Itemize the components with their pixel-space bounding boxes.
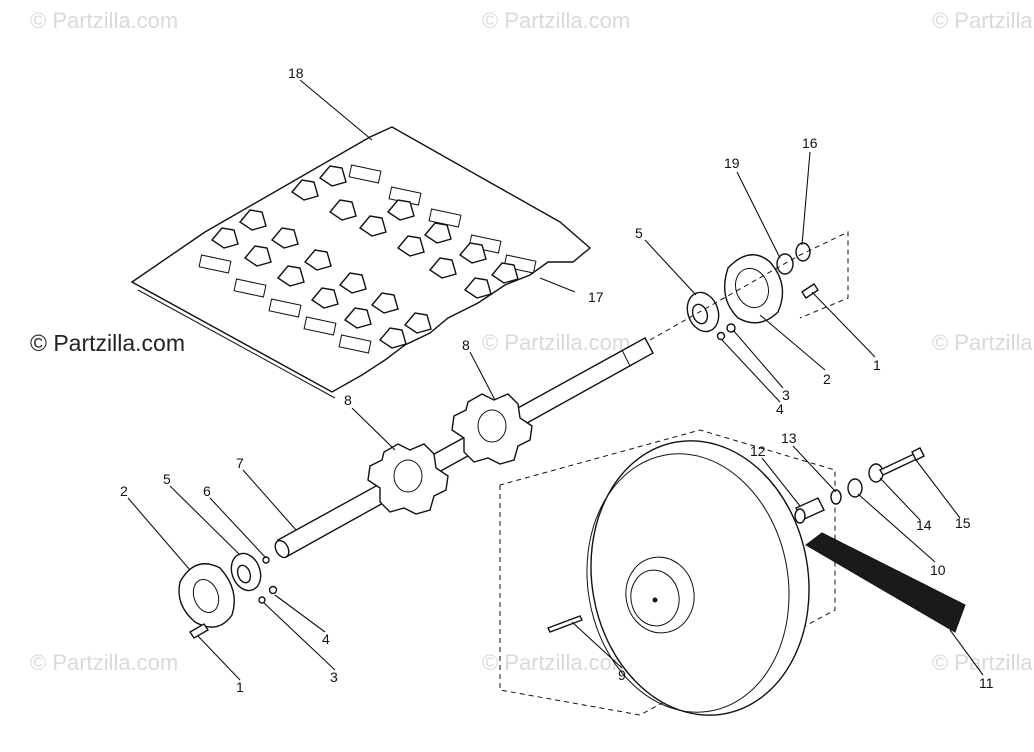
- watermark-text: © Partzilla.com: [30, 650, 179, 675]
- callout-1-right: 1: [873, 357, 881, 373]
- callout-2-left: 2: [120, 483, 128, 499]
- callout-18: 18: [288, 65, 304, 81]
- washer-10: [847, 478, 863, 498]
- callout-19: 19: [724, 155, 740, 171]
- sprocket-upper: [451, 393, 533, 465]
- track-section: [130, 126, 592, 399]
- callout-1-left: 1: [236, 679, 244, 695]
- bolt-left: [189, 623, 209, 639]
- callout-8-upper: 8: [462, 337, 470, 353]
- callout-16: 16: [802, 135, 818, 151]
- callout-11: 11: [979, 675, 994, 691]
- callout-2-right: 2: [823, 371, 831, 387]
- callout-7: 7: [236, 455, 244, 471]
- bearing-right: [686, 291, 720, 333]
- flange-right: [724, 254, 784, 324]
- callout-8-lower: 8: [344, 392, 352, 408]
- watermark-text: © Partzilla.com: [932, 650, 1034, 675]
- leader-lines: [127, 79, 984, 681]
- assembly-guide-wheel: [499, 429, 836, 716]
- bearing-left: [230, 552, 262, 592]
- washer-13: [830, 489, 842, 505]
- nut-left: [268, 585, 278, 595]
- bolt-right: [801, 283, 819, 299]
- watermark-text: © Partzilla.com: [932, 8, 1034, 33]
- sprocket-lower: [367, 443, 449, 515]
- callout-12: 12: [750, 443, 766, 459]
- watermark-text: © Partzilla.com: [482, 650, 631, 675]
- seal-16: [795, 242, 811, 262]
- callout-5-right: 5: [635, 225, 643, 241]
- callout-5-left: 5: [163, 471, 171, 487]
- callout-6: 6: [203, 483, 211, 499]
- callout-14: 14: [916, 517, 932, 533]
- drive-pulley: [586, 440, 810, 716]
- key-9: [547, 615, 583, 633]
- callout-4-right: 4: [776, 401, 784, 417]
- assembly-guide-right: [649, 231, 849, 341]
- flange-left: [178, 563, 235, 628]
- watermark-text: © Partzilla.com: [30, 8, 179, 33]
- callout-17: 17: [588, 289, 604, 305]
- bolt-15: [879, 453, 918, 476]
- ring-6: [262, 556, 270, 564]
- watermark-text: © Partzilla.com: [932, 330, 1034, 355]
- bushing-12: [794, 497, 825, 524]
- callout-10: 10: [930, 562, 946, 578]
- watermark-main: © Partzilla.com: [30, 330, 185, 356]
- callout-3-left: 3: [330, 669, 338, 685]
- callout-15: 15: [955, 515, 971, 531]
- watermark-text: © Partzilla.com: [482, 330, 631, 355]
- nut-right: [716, 331, 726, 341]
- callout-3-right: 3: [782, 387, 790, 403]
- watermark-text: © Partzilla.com: [482, 8, 631, 33]
- callout-9: 9: [618, 667, 626, 683]
- drive-chain: [805, 532, 966, 633]
- callout-4-left: 4: [322, 631, 330, 647]
- callout-labels: 18 17 19 16 5 3 4 2 1 8 8 7 2 5 6 4 3 1 …: [120, 65, 994, 695]
- washer-left: [258, 596, 266, 604]
- callout-13: 13: [781, 430, 797, 446]
